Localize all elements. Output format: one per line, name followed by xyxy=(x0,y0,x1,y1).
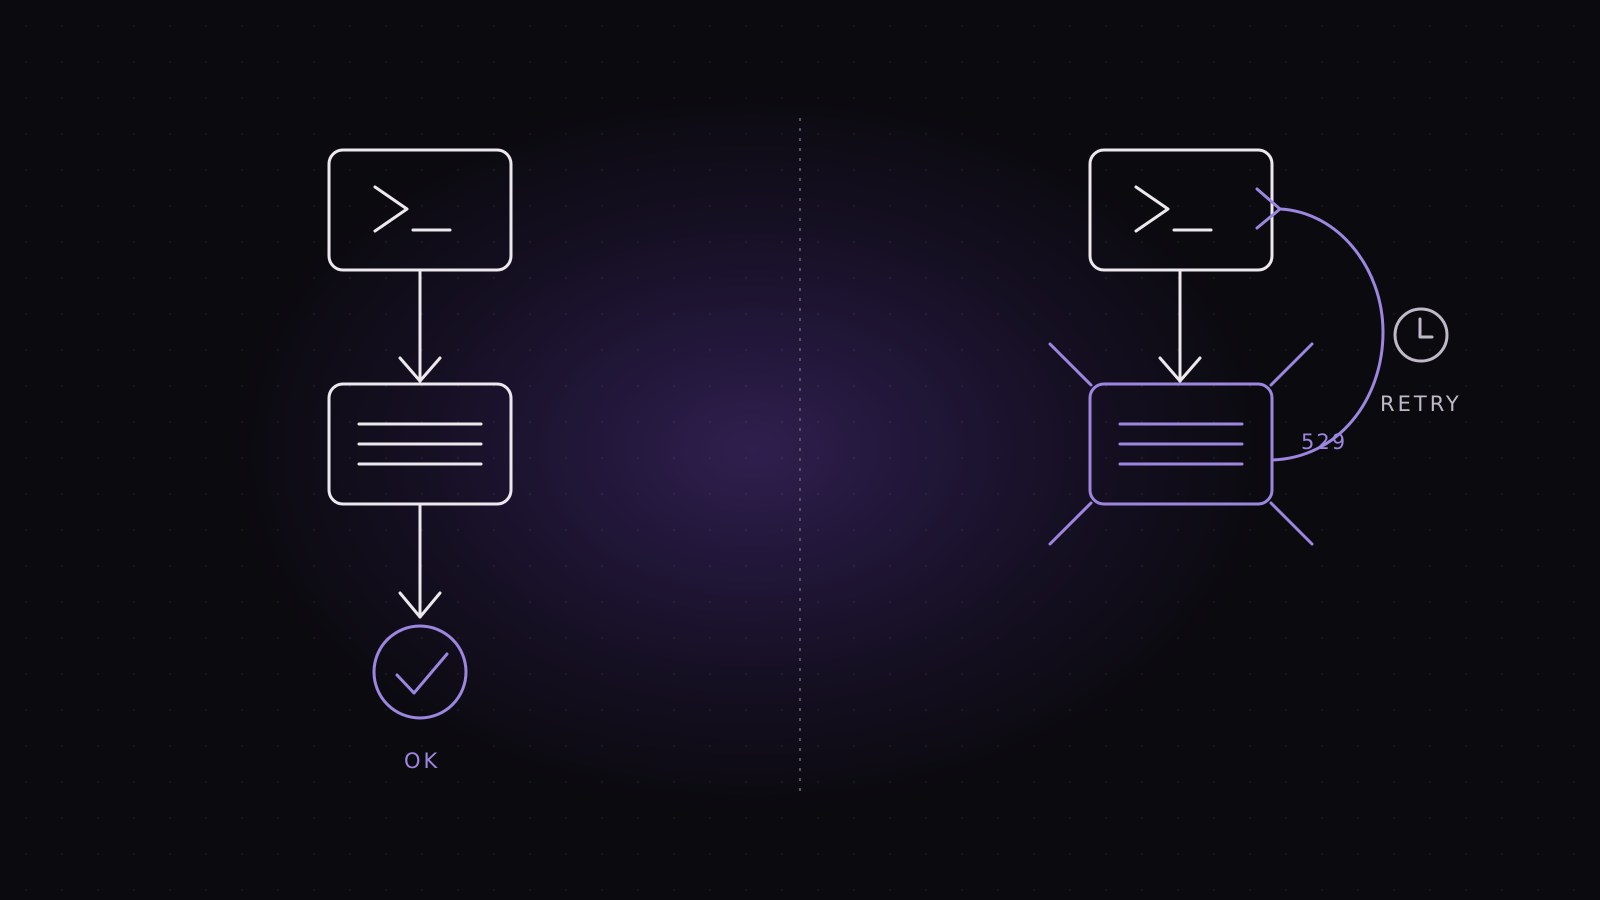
document-lines-icon xyxy=(1118,422,1244,466)
error-code-label: 529 xyxy=(1301,430,1348,454)
document-lines-icon xyxy=(357,422,483,466)
error-burst-icon xyxy=(1048,342,1314,546)
left-terminal-node xyxy=(327,148,513,272)
clock-icon xyxy=(1393,307,1449,363)
left-flow xyxy=(327,148,513,720)
check-circle-icon xyxy=(372,624,468,720)
right-arrow-1 xyxy=(1158,269,1202,383)
right-document-box xyxy=(1088,382,1274,506)
left-document-node xyxy=(327,382,513,506)
right-flow xyxy=(1048,148,1449,546)
left-arrow-2 xyxy=(398,503,442,619)
right-terminal-node xyxy=(1088,148,1274,272)
terminal-prompt-icon xyxy=(1134,185,1213,233)
right-document-node-error xyxy=(1048,342,1314,546)
left-arrow-1 xyxy=(398,269,442,383)
retry-loop-arrow xyxy=(1255,187,1385,462)
retry-label: RETRY xyxy=(1380,392,1462,416)
left-terminal-box xyxy=(327,148,513,272)
terminal-prompt-icon xyxy=(373,185,452,233)
ok-label: OK xyxy=(404,749,441,773)
right-terminal-box xyxy=(1088,148,1274,272)
